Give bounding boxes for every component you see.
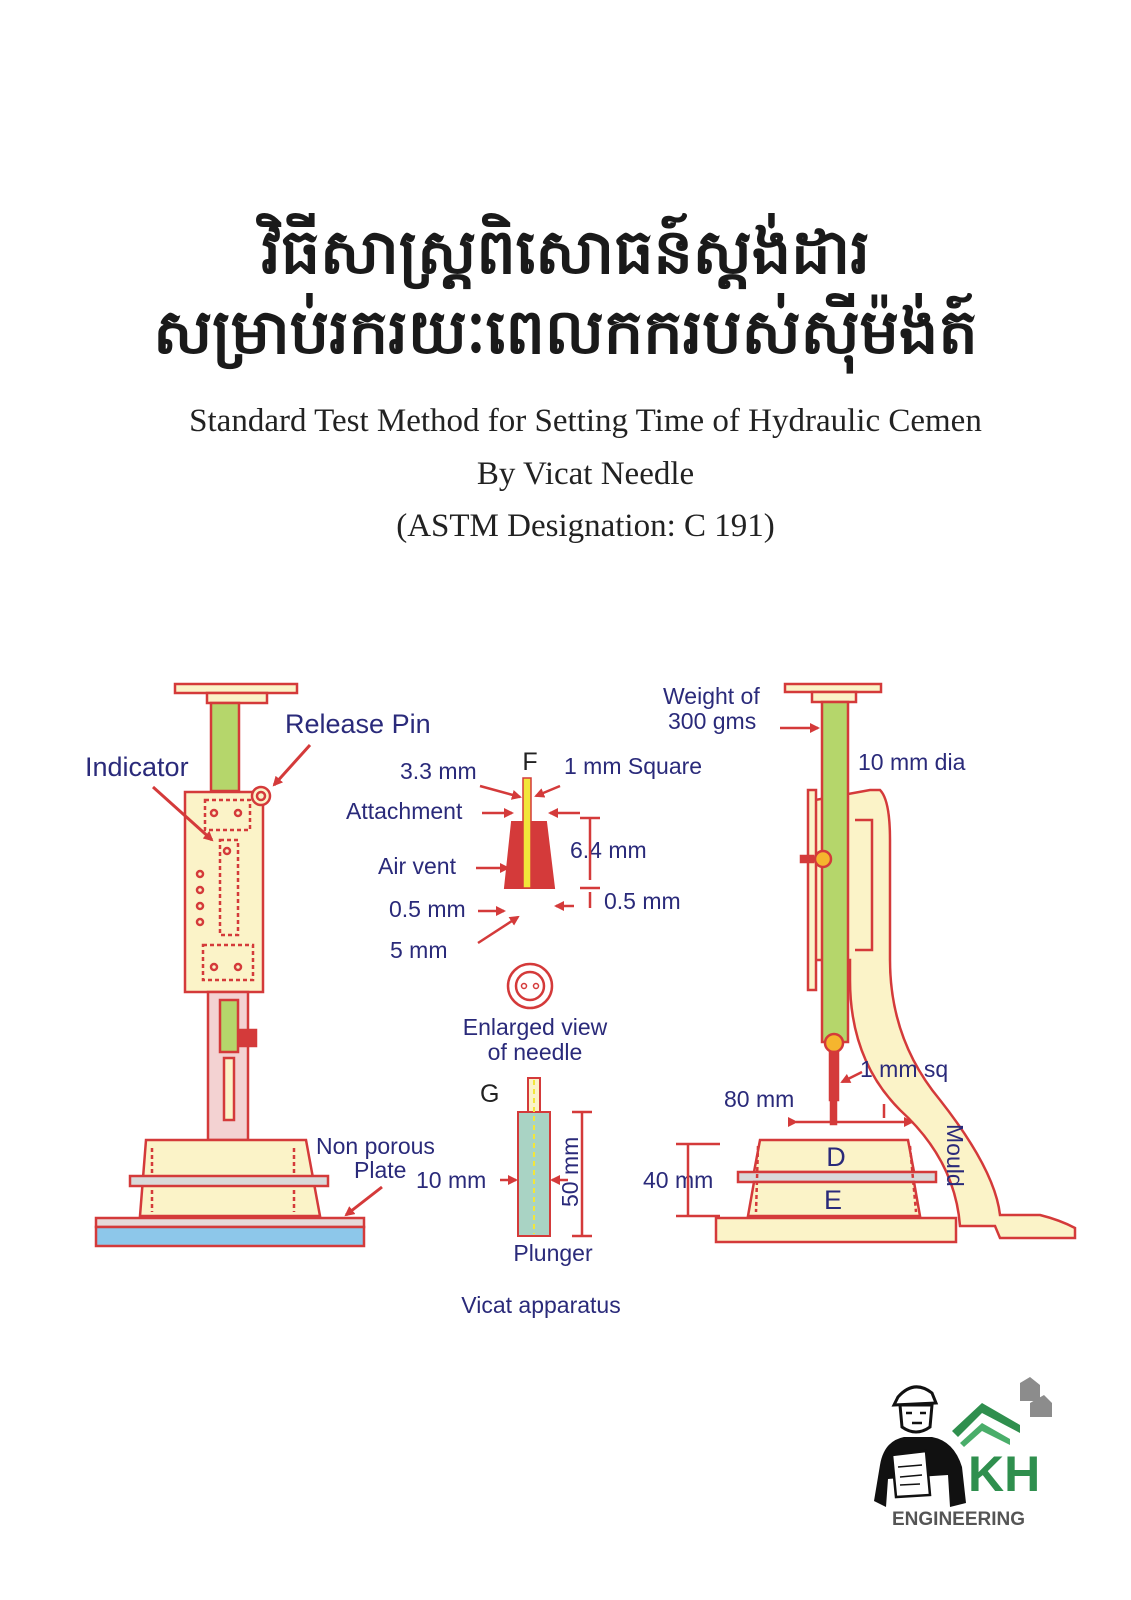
vicat-apparatus-diagram: Indicator Release Pin Non porous Plate F… [85, 682, 1077, 1318]
english-title-line-2: By Vicat Needle [476, 456, 695, 492]
label-1mm-sq: 1 mm sq [860, 1056, 948, 1082]
logo-brand: KH [968, 1446, 1040, 1502]
label-10mm-dia: 10 mm dia [858, 749, 966, 775]
label-enlarged-view: Enlarged view [463, 1014, 608, 1040]
plunger [517, 1077, 551, 1237]
label-50mm: 50 mm [557, 1137, 583, 1207]
label-10mm: 10 mm [416, 1167, 486, 1193]
label-air-vent: Air vent [378, 853, 457, 879]
left-apparatus [94, 682, 366, 1248]
label-0-5mm-left: 0.5 mm [389, 896, 466, 922]
khmer-title-line-1: វិធីសាស្ត្រពិសោធន៍ស្តង់ដារ [261, 215, 870, 288]
english-title-line-1: Standard Test Method for Setting Time of… [189, 403, 982, 439]
label-3-3mm: 3.3 mm [400, 758, 477, 784]
label-6-4mm: 6.4 mm [570, 837, 647, 863]
label-weight-of: Weight of [663, 683, 760, 709]
label-plunger: Plunger [513, 1240, 593, 1266]
label-e: E [824, 1185, 842, 1215]
right-apparatus [714, 682, 1077, 1244]
diagram-caption: Vicat apparatus [461, 1292, 620, 1318]
label-g: G [480, 1080, 499, 1108]
label-attachment: Attachment [346, 798, 463, 824]
worker-figure [874, 1385, 966, 1507]
label-plate: Plate [354, 1157, 406, 1183]
khmer-title-line-2: សម្រាប់រករយៈពេលកករបស់ស៊ីម៉ង់ត៍ [153, 295, 978, 368]
kh-engineering-logo: KH ENGINEERING [874, 1377, 1052, 1530]
label-d: D [826, 1142, 846, 1172]
label-0-5mm-right: 0.5 mm [604, 888, 681, 914]
label-300-gms: 300 gms [668, 708, 756, 734]
label-5mm: 5 mm [390, 937, 448, 963]
label-1mm-square: 1 mm Square [564, 753, 702, 779]
needle-enlarged-view [506, 962, 554, 1010]
label-non-porous: Non porous [316, 1133, 435, 1159]
building-icon [952, 1377, 1052, 1447]
label-40mm: 40 mm [643, 1167, 713, 1193]
astm-designation: (ASTM Designation: C 191) [396, 508, 775, 544]
label-mould: Mould [942, 1124, 968, 1187]
logo-subtitle: ENGINEERING [892, 1509, 1025, 1530]
label-indicator: Indicator [85, 752, 189, 782]
label-release-pin: Release Pin [285, 709, 431, 739]
label-f: F [522, 748, 537, 776]
label-80mm: 80 mm [724, 1086, 794, 1112]
label-of-needle: of needle [488, 1039, 583, 1065]
